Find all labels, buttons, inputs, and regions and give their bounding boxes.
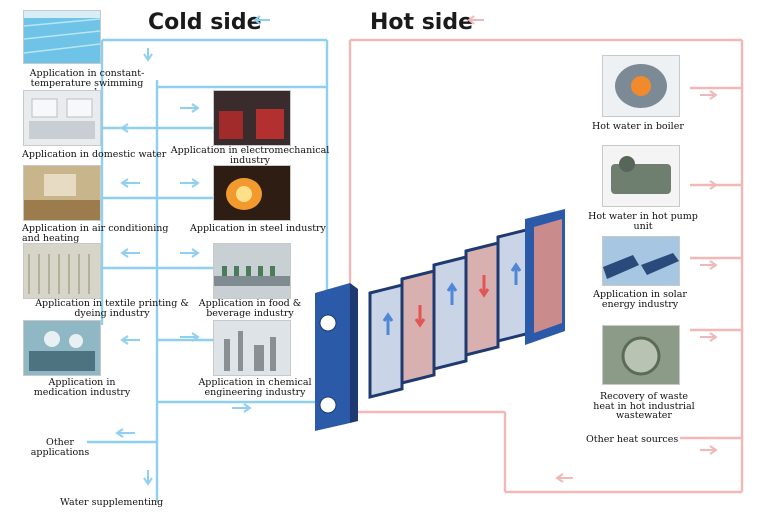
chemical-photo bbox=[213, 320, 291, 376]
domestic-water-photo bbox=[23, 90, 101, 146]
cold-side-heading: Cold side bbox=[148, 10, 262, 35]
medication-photo bbox=[23, 320, 101, 376]
cold-arrow-icons bbox=[115, 48, 252, 486]
waste-heat-label: Recovery of waste heat in hot industrial… bbox=[593, 391, 695, 421]
swimming-pool-photo bbox=[23, 10, 101, 64]
other-heat-sources-label: Other heat sources bbox=[586, 434, 679, 445]
electromechanical-photo bbox=[213, 90, 291, 146]
medication-label: Application in medication industry bbox=[33, 377, 131, 398]
steel-label: Application in steel industry bbox=[190, 223, 326, 234]
food-beverage-label: Application in food & beverage industry bbox=[198, 298, 302, 319]
heat-pump-label: Hot water in hot pump unit bbox=[588, 211, 698, 232]
water-supplementing-label: Water supplementing bbox=[60, 497, 164, 508]
waste-heat-photo bbox=[602, 325, 680, 385]
textile-photo bbox=[23, 243, 101, 299]
food-beverage-photo bbox=[213, 243, 291, 299]
domestic-water-label: Application in domestic water bbox=[22, 149, 167, 160]
hot-heading-arrow-icon bbox=[467, 15, 484, 25]
air-conditioning-photo bbox=[23, 165, 101, 221]
cold-heading-arrow-icon bbox=[253, 15, 270, 25]
textile-label: Application in textile printing & dyeing… bbox=[35, 298, 189, 319]
boiler-label: Hot water in boiler bbox=[592, 121, 684, 132]
electromechanical-label: Application in electromechanical industr… bbox=[170, 145, 330, 166]
solar-label: Application in solar energy industry bbox=[593, 289, 687, 310]
boiler-photo bbox=[602, 55, 680, 117]
steel-photo bbox=[213, 165, 291, 221]
heat-pump-photo bbox=[602, 145, 680, 207]
plate-heat-exchanger-icon bbox=[315, 209, 565, 431]
chemical-label: Application in chemical engineering indu… bbox=[198, 377, 312, 398]
air-conditioning-label: Application in air conditioning and heat… bbox=[22, 223, 169, 244]
hot-arrow-icons bbox=[555, 90, 718, 483]
heat-plates bbox=[368, 227, 532, 399]
hot-side-heading: Hot side bbox=[370, 10, 474, 35]
solar-photo bbox=[602, 236, 680, 286]
other-applications-label: Other applications bbox=[30, 437, 90, 458]
